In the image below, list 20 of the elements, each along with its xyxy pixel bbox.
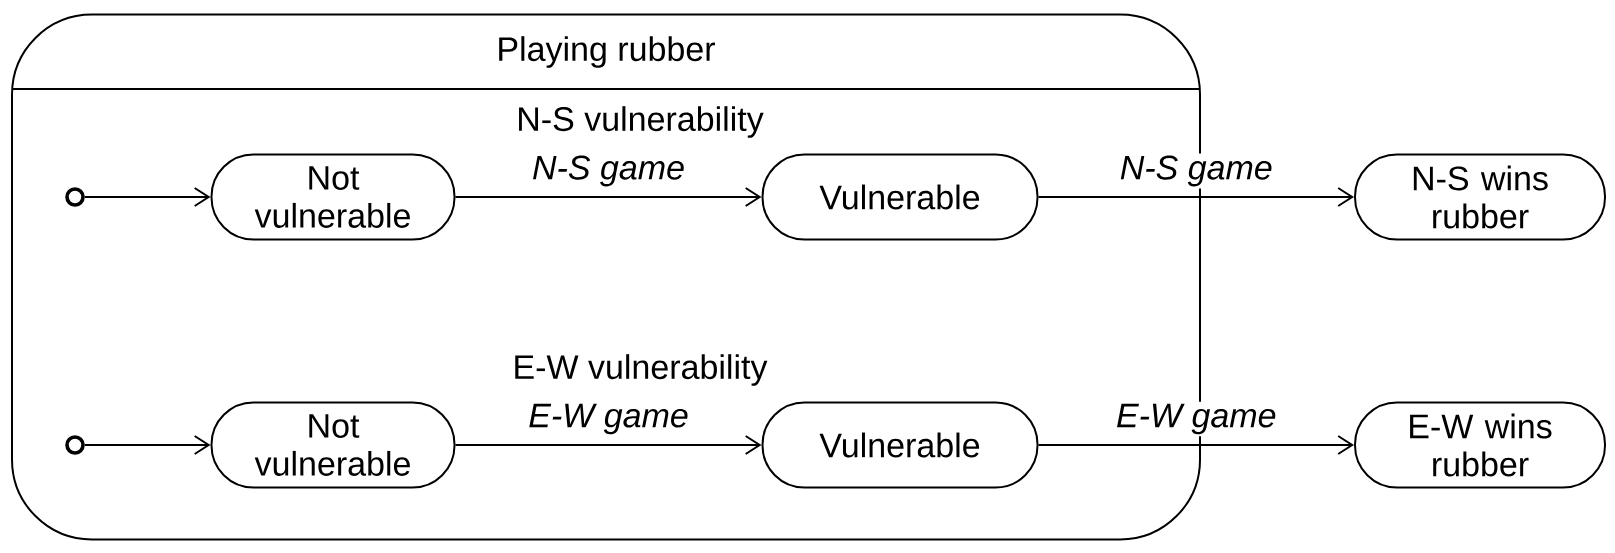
- arrow: [83, 187, 211, 207]
- arrow: [83, 435, 211, 455]
- region-heading: N-S vulnerability: [519, 106, 764, 138]
- edge-label: N-S game: [1117, 153, 1275, 189]
- state-box: E-W wins rubber: [1354, 401, 1606, 489]
- state-box: Not vulnerable: [210, 153, 456, 241]
- arrow: [1037, 187, 1354, 207]
- state-box: Not vulnerable: [210, 401, 456, 489]
- arrow: [454, 187, 762, 207]
- state-box: Vulnerable: [761, 153, 1039, 241]
- initial-state: [65, 435, 85, 455]
- region-heading: E-W vulnerability: [515, 354, 768, 386]
- state-box: Vulnerable: [761, 401, 1039, 489]
- arrow: [1037, 435, 1354, 455]
- initial-state: [65, 187, 85, 207]
- arrow: [454, 435, 762, 455]
- state-box: N-S wins rubber: [1354, 153, 1606, 241]
- edge-label: N-S game: [530, 153, 688, 189]
- edge-label: E-W game: [1113, 401, 1279, 437]
- edge-label: E-W game: [526, 401, 691, 437]
